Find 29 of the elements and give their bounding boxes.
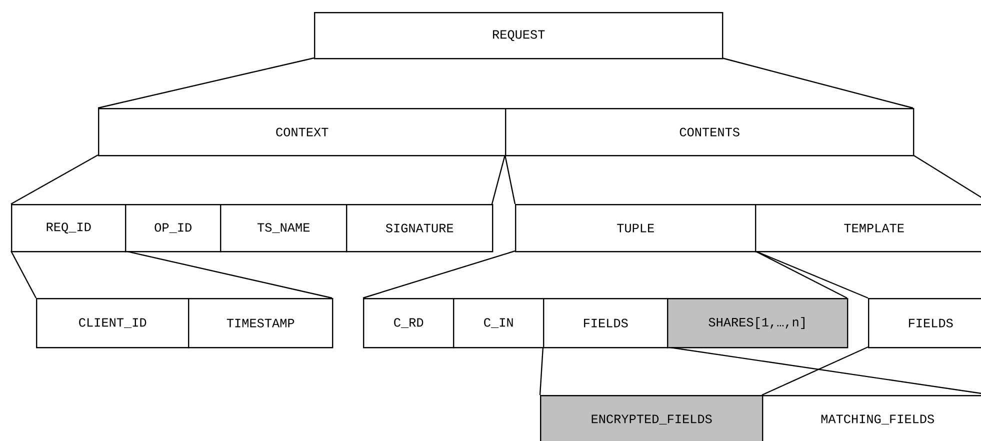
expansion-line	[762, 346, 868, 396]
field-box: CONTEXT	[98, 108, 506, 156]
expansion-line	[491, 154, 506, 204]
field-box: TS_NAME	[220, 204, 348, 252]
expansion-line	[362, 250, 516, 299]
expansion-line	[754, 250, 848, 299]
expansion-line	[722, 57, 914, 109]
expansion-line	[10, 154, 98, 205]
expansion-line	[504, 154, 516, 204]
expansion-line	[754, 250, 868, 299]
field-box: FIELDS	[868, 298, 981, 348]
field-box: TUPLE	[515, 204, 756, 252]
field-box: C_IN	[453, 298, 544, 348]
field-box: CLIENT_ID	[36, 298, 190, 348]
field-box: ENCRYPTED_FIELDS	[540, 394, 764, 441]
field-box: SIGNATURE	[346, 204, 494, 252]
field-box: CONTENTS	[505, 108, 914, 156]
field-box: SHARES[1,…,n]	[667, 298, 848, 348]
field-box: MATCHING_FIELDS	[762, 394, 981, 441]
expansion-line	[98, 57, 314, 109]
field-box: TEMPLATE	[755, 204, 981, 252]
field-box: TIMESTAMP	[188, 298, 334, 348]
field-box: FIELDS	[543, 298, 668, 348]
field-box: C_RD	[363, 298, 454, 348]
expansion-line	[539, 346, 544, 396]
field-box: REQUEST	[314, 12, 724, 60]
field-box: REQ_ID	[11, 204, 126, 252]
expansion-line	[10, 250, 37, 298]
field-box: OP_ID	[125, 204, 222, 252]
